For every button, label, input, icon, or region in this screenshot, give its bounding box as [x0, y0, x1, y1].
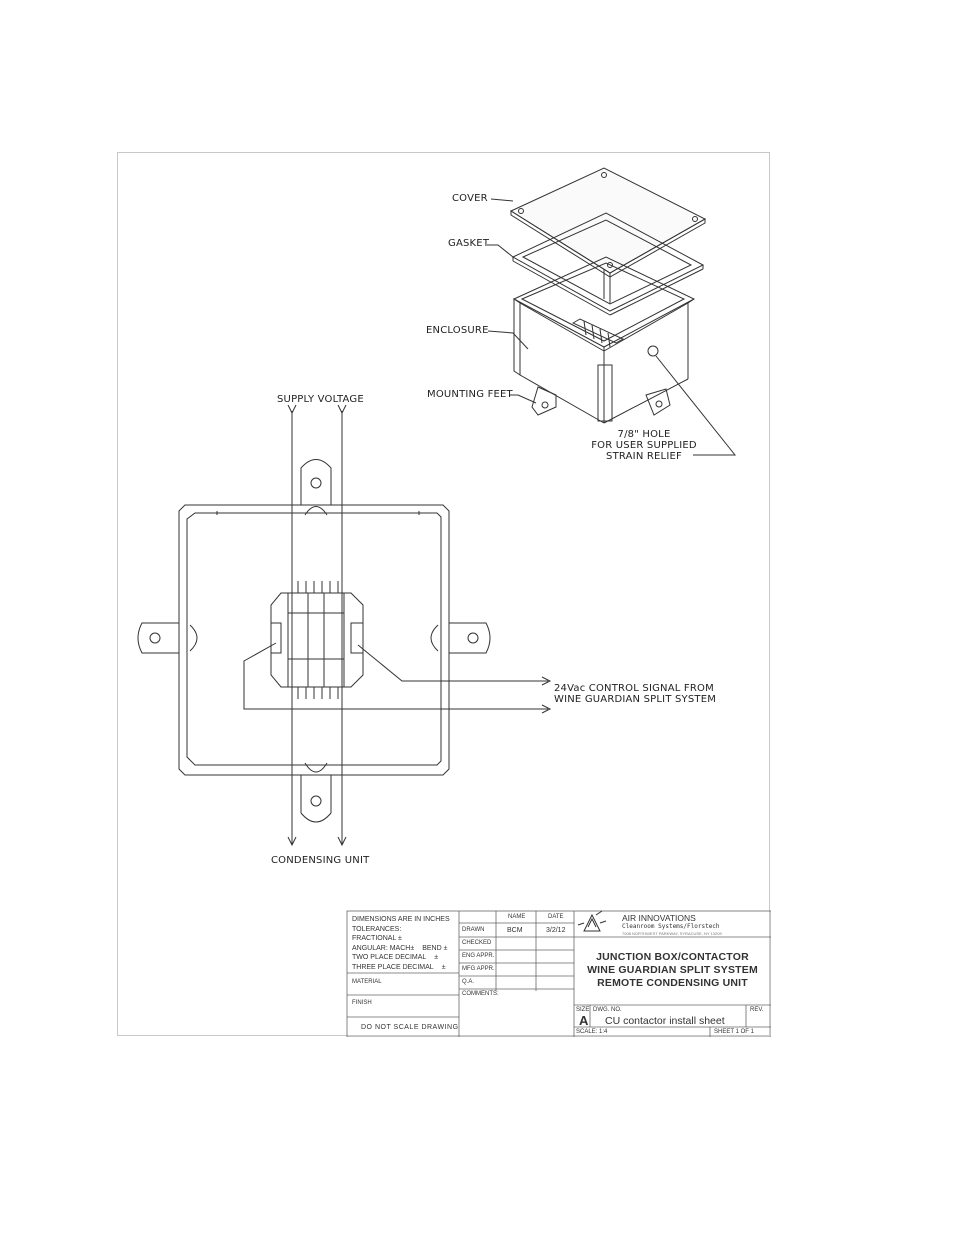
drawing-graphics	[137, 167, 771, 1037]
gasket-label: GASKET	[448, 238, 490, 249]
tolerance-bend: BEND ±	[422, 944, 448, 952]
control-line-2: WINE GUARDIAN SPLIT SYSTEM	[554, 694, 717, 705]
header-date: DATE	[548, 914, 564, 920]
cover-label: COVER	[452, 193, 488, 204]
dwg-no-value: CU contactor install sheet	[605, 1015, 725, 1027]
row-checked: CHECKED	[462, 940, 492, 946]
mounting-feet-label: MOUNTING FEET	[427, 389, 513, 400]
mounting-feet-part	[531, 386, 671, 416]
gasket-part	[511, 212, 705, 316]
tolerance-line-2: TOLERANCES:	[352, 925, 402, 933]
hole-line-1: 7/8" HOLE	[617, 429, 671, 440]
drawing-title: JUNCTION BOX/CONTACTOR WINE GUARDIAN SPL…	[574, 951, 771, 990]
size-label: SIZE	[576, 1007, 590, 1013]
company-address: 7008 NORTHWEST PARKWAY, SYRACUSE, NY 132…	[622, 931, 722, 936]
row-eng-appr: ENG APPR.	[462, 953, 495, 959]
company-logo	[577, 910, 607, 932]
title-line-3: REMOTE CONDENSING UNIT	[597, 977, 748, 989]
contactor-plan-view	[270, 581, 364, 699]
row-qa: Q.A.	[462, 979, 475, 985]
control-signal-note: 24Vac CONTROL SIGNAL FROM WINE GUARDIAN …	[554, 683, 716, 705]
dwg-no-label: DWG. NO.	[593, 1007, 622, 1013]
strain-relief-note: 7/8" HOLE FOR USER SUPPLIED STRAIN RELIE…	[584, 429, 704, 462]
enclosure-part	[512, 256, 696, 424]
title-line-2: WINE GUARDIAN SPLIT SYSTEM	[587, 964, 758, 976]
tolerance-angular-row: ANGULAR: MACH± BEND ±	[352, 944, 450, 954]
tolerance-two-place-row: TWO PLACE DECIMAL ±	[352, 953, 450, 963]
tolerance-angular: ANGULAR: MACH±	[352, 944, 415, 952]
hole-line-3: STRAIN RELIEF	[606, 451, 682, 462]
drawn-date: 3/2/12	[546, 927, 566, 934]
tolerance-three-place-sym: ±	[441, 963, 446, 971]
tolerance-three-place-row: THREE PLACE DECIMAL ±	[352, 963, 450, 973]
wiring-lines	[243, 404, 552, 847]
tolerance-two-place: TWO PLACE DECIMAL	[352, 954, 427, 961]
tolerance-fractional: FRACTIONAL ±	[352, 935, 402, 942]
tolerance-line-1: DIMENSIONS ARE IN INCHES	[352, 916, 450, 923]
hole-line-2: FOR USER SUPPLIED	[591, 440, 697, 451]
row-drawn: DRAWN	[462, 927, 485, 933]
tolerance-three-place: THREE PLACE DECIMAL	[352, 963, 434, 971]
drawing-sheet: COVER GASKET ENCLOSURE MOUNTING FEET 7/8…	[117, 152, 771, 1037]
cover-part	[509, 167, 707, 278]
finish-label: FINISH	[352, 1000, 372, 1006]
tolerance-two-place-sym: ±	[434, 954, 439, 961]
rev-label: REV.	[750, 1007, 764, 1013]
company-subtitle: Cleanroom Systems/Florstech	[622, 923, 720, 930]
header-name: NAME	[508, 914, 526, 920]
sheet-label: SHEET 1 OF 1	[714, 1029, 754, 1035]
condensing-unit-label: CONDENSING UNIT	[271, 855, 370, 866]
title-line-1: JUNCTION BOX/CONTACTOR	[596, 951, 749, 963]
tolerances-block: DIMENSIONS ARE IN INCHES TOLERANCES: FRA…	[352, 915, 450, 972]
enclosure-plan-view	[137, 459, 491, 823]
drawn-name: BCM	[507, 927, 523, 934]
size-value: A	[579, 1013, 589, 1028]
supply-voltage-label: SUPPLY VOLTAGE	[277, 394, 364, 405]
scale-label: SCALE: 1:4	[576, 1029, 608, 1035]
row-mfg-appr: MFG APPR.	[462, 966, 495, 972]
enclosure-label: ENCLOSURE	[426, 325, 489, 336]
title-block-frame	[346, 910, 771, 1037]
do-not-scale-label: DO NOT SCALE DRAWING	[361, 1024, 459, 1031]
company-name: AIR INNOVATIONS	[622, 913, 696, 923]
row-comments: COMMENTS:	[462, 991, 499, 997]
material-label: MATERIAL	[352, 979, 382, 985]
control-line-1: 24Vac CONTROL SIGNAL FROM	[554, 683, 714, 694]
